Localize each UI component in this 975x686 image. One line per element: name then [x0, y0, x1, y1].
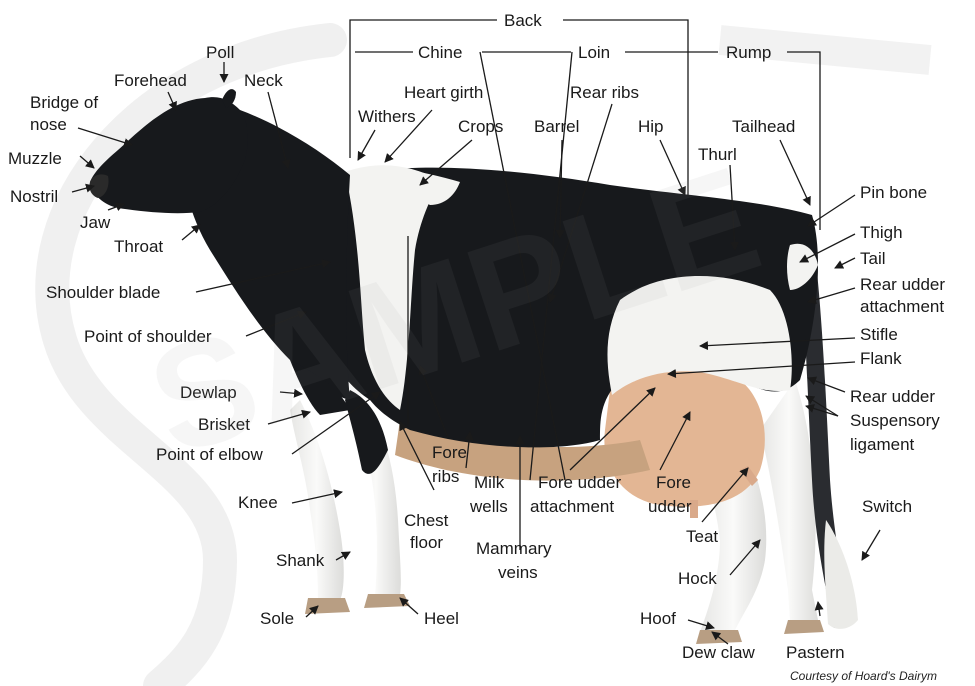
label-muzzle: Muzzle	[8, 149, 62, 168]
label-milk-wells-1: Milk	[474, 473, 505, 492]
label-throat: Throat	[114, 237, 163, 256]
label-nostril: Nostril	[10, 187, 58, 206]
label-heart-girth: Heart girth	[404, 83, 483, 102]
label-forehead: Forehead	[114, 71, 187, 90]
label-sole: Sole	[260, 609, 294, 628]
label-neck: Neck	[244, 71, 283, 90]
label-fore-udder-attachment-1: Fore udder	[538, 473, 621, 492]
label-rear-ribs: Rear ribs	[570, 83, 639, 102]
credit-line: Courtesy of Hoard's Dairym	[790, 669, 937, 683]
label-fore-ribs-1: Fore	[432, 443, 467, 462]
label-fore-ribs-2: ribs	[432, 467, 459, 486]
label-knee: Knee	[238, 493, 278, 512]
label-back: Back	[504, 11, 542, 30]
label-fore-udder-1: Fore	[656, 473, 691, 492]
label-teat: Teat	[686, 527, 718, 546]
hoof-rear-right	[784, 620, 824, 634]
label-shoulder-blade: Shoulder blade	[46, 283, 160, 302]
label-suspensory-ligament-2: ligament	[850, 435, 915, 454]
label-shank: Shank	[276, 551, 325, 570]
label-pastern: Pastern	[786, 643, 845, 662]
label-suspensory-ligament-1: Suspensory	[850, 411, 940, 430]
label-rear-udder-attachment-2: attachment	[860, 297, 944, 316]
label-jaw: Jaw	[80, 213, 111, 232]
label-flank: Flank	[860, 349, 902, 368]
label-switch: Switch	[862, 497, 912, 516]
label-dew-claw: Dew claw	[682, 643, 755, 662]
label-poll: Poll	[206, 43, 234, 62]
label-mammary-veins-1: Mammary	[476, 539, 552, 558]
label-stifle: Stifle	[860, 325, 898, 344]
label-hock: Hock	[678, 569, 717, 588]
label-heel: Heel	[424, 609, 459, 628]
label-hoof: Hoof	[640, 609, 676, 628]
label-mammary-veins-2: veins	[498, 563, 538, 582]
label-pin-bone: Pin bone	[860, 183, 927, 202]
label-barrel: Barrel	[534, 117, 579, 136]
label-bridge-of-nose-2: nose	[30, 115, 67, 134]
label-tail: Tail	[860, 249, 886, 268]
label-bridge-of-nose-1: Bridge of	[30, 93, 98, 112]
label-milk-wells-2: wells	[469, 497, 508, 516]
label-tailhead: Tailhead	[732, 117, 795, 136]
label-chest-floor-1: Chest	[404, 511, 449, 530]
label-rump: Rump	[726, 43, 771, 62]
label-chine: Chine	[418, 43, 462, 62]
label-rear-udder: Rear udder	[850, 387, 935, 406]
label-withers: Withers	[358, 107, 416, 126]
label-crops: Crops	[458, 117, 503, 136]
switch	[824, 520, 858, 629]
label-chest-floor-2: floor	[410, 533, 443, 552]
label-hip: Hip	[638, 117, 664, 136]
label-fore-udder-attachment-2: attachment	[530, 497, 614, 516]
label-fore-udder-2: udder	[648, 497, 692, 516]
label-loin: Loin	[578, 43, 610, 62]
label-rear-udder-attachment-1: Rear udder	[860, 275, 945, 294]
label-thigh: Thigh	[860, 223, 903, 242]
